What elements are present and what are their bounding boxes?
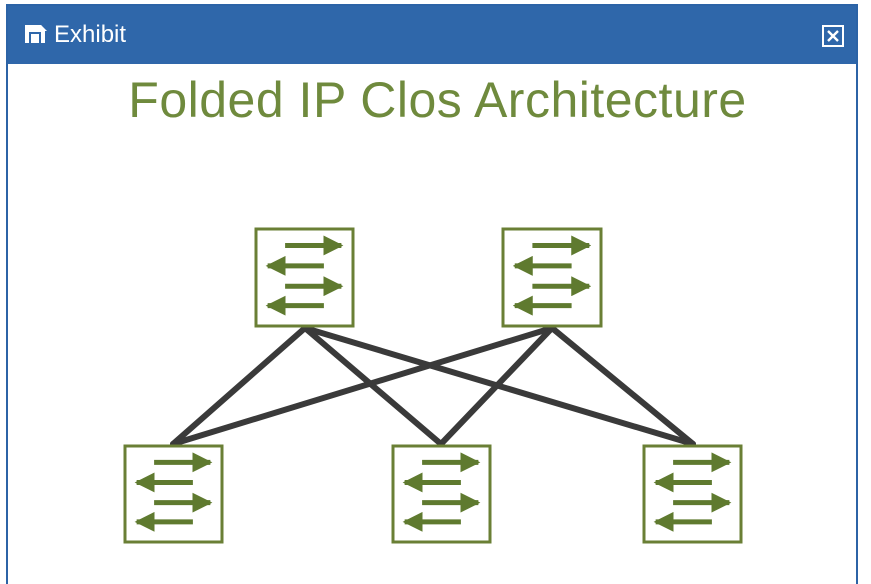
- switch-arrows-icon: [653, 452, 732, 532]
- switch-arrows-icon: [402, 452, 481, 532]
- window-title: Exhibit: [54, 21, 127, 48]
- link-spine-2-leaf-2: [438, 325, 555, 447]
- spine-switch-2: [501, 227, 603, 328]
- close-button[interactable]: [822, 25, 844, 47]
- link-spine-1-leaf-1: [170, 325, 308, 447]
- exhibit-icon: [25, 25, 47, 43]
- leaf-switch-3: [642, 444, 743, 544]
- switch-arrows-icon: [134, 452, 213, 532]
- switch-arrows-icon: [265, 235, 344, 316]
- leaf-switch-2: [391, 444, 492, 544]
- link-spine-2-leaf-3: [549, 325, 696, 447]
- switch-arrows-icon: [512, 235, 592, 316]
- close-icon: [822, 25, 844, 47]
- links-group: [170, 325, 696, 447]
- exhibit-heading: Folded IP Clos Architecture: [128, 72, 747, 128]
- link-spine-1-leaf-2: [302, 325, 444, 447]
- switches-group: [123, 227, 743, 544]
- spine-switch-1: [254, 227, 355, 328]
- link-spine-2-leaf-1: [170, 325, 555, 447]
- window-titlebar: Exhibit: [8, 6, 856, 64]
- leaf-switch-1: [123, 444, 224, 544]
